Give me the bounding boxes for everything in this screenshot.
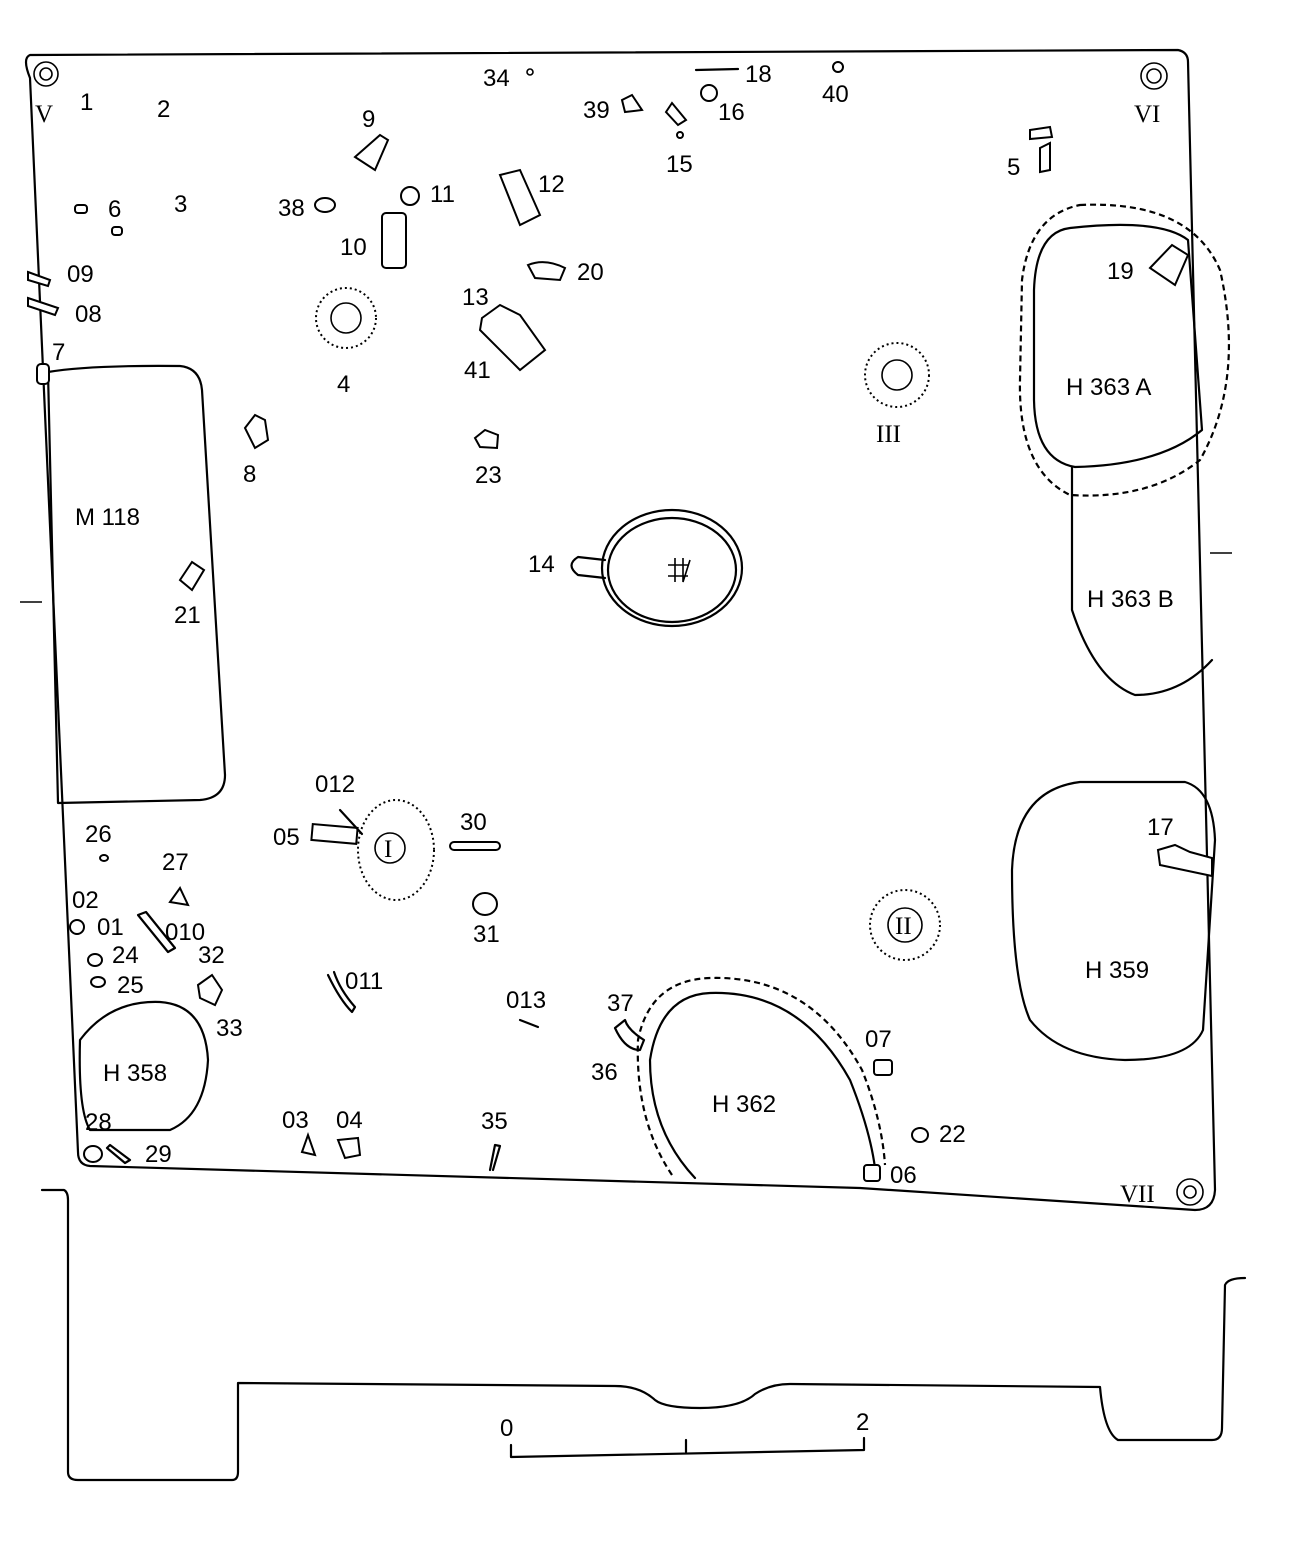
label: 19 — [1107, 258, 1134, 285]
feature-H363A — [1032, 223, 1204, 469]
label: 08 — [75, 301, 102, 328]
label: 09 — [67, 261, 94, 288]
label-H363B: H 363 B — [1087, 586, 1174, 613]
label: 11 — [430, 181, 455, 208]
posthole-4 — [315, 287, 377, 349]
survey-point-icon — [33, 61, 59, 87]
section-profile — [40, 1188, 1247, 1482]
label: 22 — [939, 1121, 966, 1148]
label: 05 — [273, 824, 300, 851]
label-V: V — [35, 101, 53, 128]
label: 02 — [72, 887, 99, 914]
label: 34 — [483, 65, 510, 92]
posthole-III — [864, 342, 930, 408]
label: 10 — [340, 234, 367, 261]
scale-bar: 0 2 — [500, 1409, 869, 1459]
label: 07 — [865, 1026, 892, 1053]
posthole-I — [357, 799, 435, 901]
label: 3 — [174, 191, 187, 218]
feature-H363B — [1070, 465, 1214, 697]
label-VI: VI — [1134, 101, 1160, 128]
label: 012 — [315, 771, 355, 798]
stones — [27, 61, 1213, 1182]
label: 18 — [745, 61, 772, 88]
label: 26 — [85, 821, 112, 848]
feature-H358 — [78, 1000, 210, 1132]
label: 17 — [1147, 814, 1174, 841]
feature-H363A-outline — [1018, 203, 1230, 497]
label: 16 — [718, 99, 745, 126]
label: 28 — [85, 1109, 112, 1136]
label-H358: H 358 — [103, 1060, 167, 1087]
scale-start-label: 0 — [500, 1415, 513, 1442]
label-II: II — [895, 913, 912, 940]
label: 40 — [822, 81, 849, 108]
label: 33 — [216, 1015, 243, 1042]
label: 20 — [577, 259, 604, 286]
label: 24 — [112, 942, 139, 969]
feature-H362 — [648, 991, 877, 1180]
label: 04 — [336, 1107, 363, 1134]
label: 35 — [481, 1108, 508, 1135]
label: 01 — [97, 914, 124, 941]
label: 14 — [528, 551, 555, 578]
label: 13 — [462, 284, 489, 311]
label: 36 — [591, 1059, 618, 1086]
label: 4 — [337, 371, 350, 398]
label: 32 — [198, 942, 225, 969]
label: 31 — [473, 921, 500, 948]
posthole-II — [869, 889, 941, 961]
feature-M118 — [46, 364, 227, 805]
label: 27 — [162, 849, 189, 876]
label: 9 — [362, 106, 375, 133]
label: 6 — [108, 196, 121, 223]
label: 25 — [117, 972, 144, 999]
label-H359: H 359 — [1085, 957, 1149, 984]
label: 7 — [52, 339, 65, 366]
label: 38 — [278, 195, 305, 222]
label: 2 — [157, 96, 170, 123]
label-III: III — [876, 421, 901, 448]
label: 39 — [583, 97, 610, 124]
label: 37 — [607, 990, 634, 1017]
label: 013 — [506, 987, 546, 1014]
scale-end-label: 2 — [856, 1409, 869, 1436]
label-I: I — [384, 836, 392, 863]
label-H363A: H 363 A — [1066, 374, 1151, 401]
survey-point-icon — [1140, 62, 1168, 90]
label: 06 — [890, 1162, 917, 1189]
label: 12 — [538, 171, 565, 198]
label: 011 — [345, 968, 383, 995]
label-M118: M 118 — [75, 504, 140, 531]
label: 29 — [145, 1141, 172, 1168]
label: 41 — [464, 357, 491, 384]
feature-H359 — [1010, 780, 1217, 1062]
label: 010 — [165, 919, 205, 946]
label-VII: VII — [1120, 1181, 1155, 1208]
survey-point-icon — [1176, 1178, 1204, 1206]
label: 23 — [475, 462, 502, 489]
label: 03 — [282, 1107, 309, 1134]
label: 21 — [174, 602, 201, 629]
feature-H362-outline — [636, 976, 887, 1176]
feature-labels: 1 2 3 4 5 6 7 8 9 10 11 12 13 14 15 16 1… — [52, 61, 1174, 1189]
excavation-outline — [24, 48, 1217, 1212]
hearth-feature — [570, 508, 744, 628]
label: 5 — [1007, 154, 1020, 181]
label: 30 — [460, 809, 487, 836]
label: 1 — [80, 89, 93, 116]
label: 8 — [243, 461, 256, 488]
label: 15 — [666, 151, 693, 178]
label-H362: H 362 — [712, 1091, 776, 1118]
